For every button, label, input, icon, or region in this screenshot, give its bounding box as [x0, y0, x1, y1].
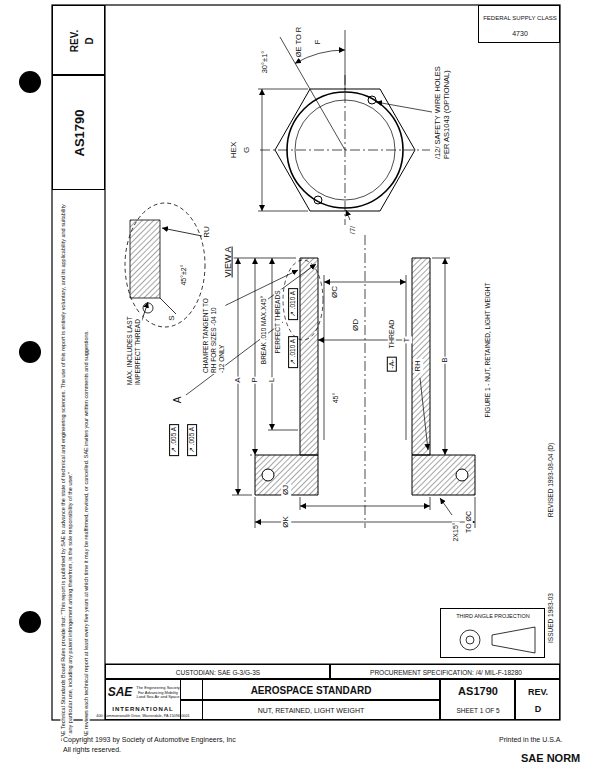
- custodian-cell: CUSTODIAN: SAE G-3/G-3S: [105, 664, 330, 679]
- dimension-label: VIEW A: [223, 245, 234, 278]
- dimension-label: T: [402, 337, 412, 344]
- box-text: FEDERAL SUPPLY CLASS: [483, 15, 557, 22]
- box-text: D: [535, 704, 542, 714]
- dimension-label: G: [242, 146, 252, 154]
- dimension-label: ØE TO R: [294, 26, 303, 59]
- control-frame: ↗ .010 A: [288, 288, 298, 320]
- dimension-label: ØD: [351, 318, 361, 332]
- dimension-label: 45°: [332, 392, 340, 405]
- dimension-label: TO ØC: [465, 510, 473, 534]
- box-text: CUSTODIAN: SAE G-3/G-3S: [176, 669, 260, 676]
- dimension-label: RU: [202, 225, 212, 239]
- revision-cell: REV. D: [515, 679, 560, 720]
- box-text: SHEET 1 OF 5: [456, 707, 499, 714]
- dimension-label: MAX. INCLUDES LAST IMPERFECT THREAD: [126, 314, 142, 386]
- box-text: PROCUREMENT SPECIFICATION: /4/ MIL-F-182…: [370, 669, 522, 676]
- dimension-label: F: [313, 39, 323, 46]
- control-frame: ↗ .010 A: [288, 336, 298, 368]
- dimension-label: THREAD: [388, 319, 396, 350]
- footer-text: SAE NORM: [520, 752, 581, 765]
- dimension-label: RH: [413, 359, 423, 373]
- dimension-label: ØK: [281, 515, 291, 529]
- footer-text: Printed in the U.S.A.: [498, 736, 563, 744]
- dimension-label: 2X15°: [452, 521, 460, 542]
- dimension-label: ISSUED 1983-03: [547, 592, 555, 644]
- dimension-label: ØC: [330, 285, 340, 299]
- box-text: 4730: [512, 30, 528, 38]
- dimension-label: BREAK .010 MAX.X45°: [260, 295, 268, 365]
- document-number-cell: AS1790SHEET 1 OF 5: [440, 679, 515, 720]
- dimension-label: ØJ: [281, 484, 291, 496]
- box-text: THIRD ANGLE PROJECTION: [456, 613, 530, 619]
- box-text: AS1790: [458, 685, 498, 698]
- dimension-label: /12/ SAFETY WIRE HOLES PER AS1043 (OPTIO…: [433, 60, 451, 160]
- box-text: NUT, RETAINED, LIGHT WEIGHT: [258, 707, 365, 715]
- title-cell: AEROSPACE STANDARD: [180, 679, 440, 700]
- control-frame: ↗ .005 A: [169, 424, 179, 456]
- dimension-label: A: [233, 376, 243, 383]
- footer-text: All rights reserved.: [62, 746, 122, 754]
- box-text: D: [84, 37, 96, 44]
- disclaimer-text: SAE reviews each technical report at lea…: [83, 198, 90, 743]
- procurement-cell: PROCUREMENT SPECIFICATION: /4/ MIL-F-182…: [330, 664, 560, 679]
- title-cell: NUT, RETAINED, LIGHT WEIGHT: [180, 700, 440, 720]
- dimension-label: REVISED 1993-08-04 (D): [547, 442, 555, 518]
- footer-text: Copyright 1993 by Society of Automotive …: [62, 736, 237, 744]
- revision-box: REV.D: [52, 5, 105, 75]
- box-text: AEROSPACE STANDARD: [251, 685, 372, 697]
- document-number-box: AS1790: [52, 75, 105, 190]
- dimension-label: S: [167, 314, 177, 321]
- dimension-label: CHAMFER TANGENT TO RH FOR SIZES -04 10 -…: [202, 296, 225, 374]
- box-text: The Engineering Society For Advancing Mo…: [136, 686, 180, 700]
- disclaimer-text: SAE Technical Standards Board Rules prov…: [60, 198, 73, 743]
- dimension-label: /7/: [348, 225, 357, 235]
- box-text: REV.: [69, 30, 81, 52]
- supply-class-box: FEDERAL SUPPLY CLASS 4730: [478, 5, 560, 43]
- box-text: AS1790: [73, 110, 88, 157]
- dimension-label: B: [440, 356, 450, 363]
- dimension-label: 45°±2°: [180, 263, 188, 286]
- dimension-label: L: [267, 377, 277, 383]
- dimension-label: HEX: [229, 141, 239, 159]
- dimension-label: 30°±1°: [260, 50, 269, 75]
- control-frame: -A-: [387, 356, 397, 371]
- box-text: SAE: [108, 686, 133, 700]
- dimension-label: A: [172, 396, 184, 405]
- box-text: REV.: [528, 687, 548, 697]
- dimension-label: PERFECT THREADS: [274, 290, 282, 355]
- box-text: 400 Commonwealth Drive, Warrendale, PA 1…: [96, 714, 189, 718]
- figure-caption: FIGURE 1 - NUT, RETAINED, LIGHT WEIGHT: [484, 282, 492, 419]
- control-frame: ↗ .005 A: [187, 424, 197, 456]
- projection-box: THIRD ANGLE PROJECTION: [440, 608, 545, 658]
- box-text: INTERNATIONAL: [112, 706, 174, 713]
- dimension-label: P: [250, 376, 260, 383]
